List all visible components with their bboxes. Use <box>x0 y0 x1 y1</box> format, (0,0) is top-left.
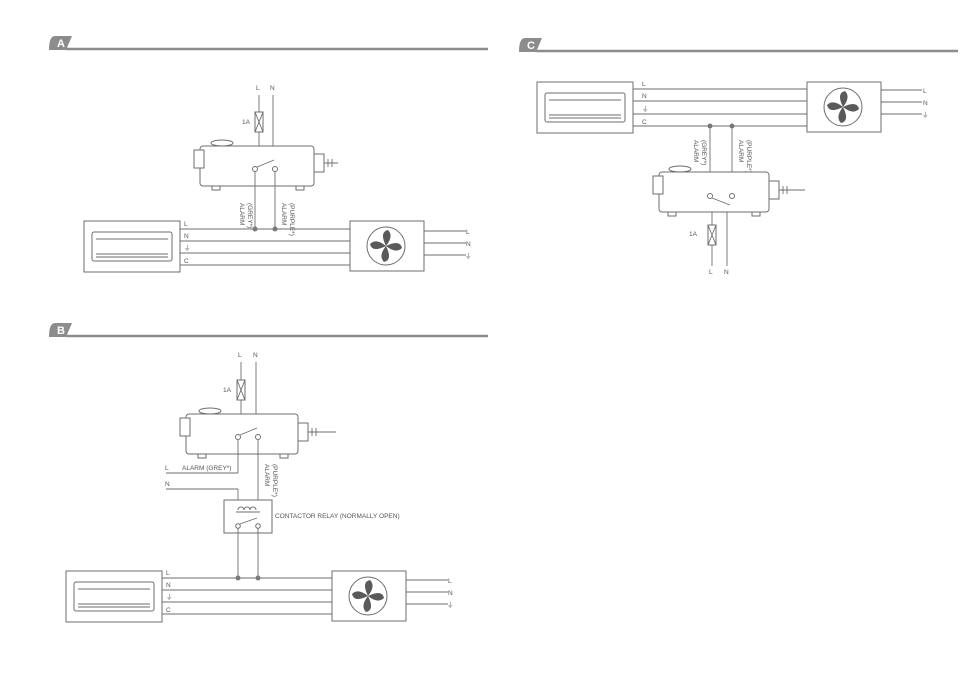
earth-symbol-b: ⏚ <box>166 593 173 601</box>
alarm-label-a1: ALARM <box>238 203 245 225</box>
wire-c-label-b: C <box>166 607 171 614</box>
alarm-grey-label-a: (GREY*) <box>246 203 253 228</box>
alarm-grey-label-c: (GREY*) <box>700 140 707 165</box>
wire-c-label-c: C <box>642 119 647 126</box>
fuse-1a-a <box>254 111 264 133</box>
supply-l-label: L <box>256 85 260 92</box>
wire-l-label-c: L <box>642 81 646 88</box>
indoor-unit-a <box>83 220 181 273</box>
section-a-letter: A <box>57 38 65 50</box>
contactor-label: CONTACTOR RELAY (NORMALLY OPEN) <box>275 513 400 520</box>
contactor-relay <box>223 499 273 534</box>
section-b-tab <box>49 323 72 337</box>
wire-n-label-a: N <box>184 233 189 240</box>
fuse-label-b: 1A <box>223 387 232 394</box>
section-c-letter: C <box>527 40 535 52</box>
fan-icon <box>827 91 859 123</box>
section-b-letter: B <box>57 325 65 337</box>
wire-l-label-a: L <box>184 221 188 228</box>
supply-l-label-b: L <box>238 352 242 359</box>
pump-unit-c <box>652 165 805 217</box>
out-n-label-a: N <box>466 241 471 248</box>
fan-icon <box>352 580 384 612</box>
outdoor-unit-a <box>349 220 425 272</box>
alarm-grey-label-b: ALARM (GREY*) <box>182 465 231 472</box>
wire-n-label-b1: N <box>165 481 170 488</box>
section-a: A L N 1A ALARM (GREY*) ALARM <box>49 36 488 273</box>
out-earth-symbol-a: ⏚ <box>465 252 472 260</box>
fuse-1a-c <box>707 224 717 246</box>
fuse-label-a: 1A <box>242 119 251 126</box>
out-earth-symbol-b: ⏚ <box>447 601 454 609</box>
supply-n-label-c: N <box>724 269 729 276</box>
section-c: C L N ⏚ C L <box>519 38 958 276</box>
alarm-label-a2: ALARM <box>280 203 287 225</box>
supply-l-label-c: L <box>709 269 713 276</box>
pump-unit-b <box>179 407 336 459</box>
outdoor-unit-b <box>331 570 407 622</box>
indoor-unit-b <box>65 570 163 623</box>
out-earth-symbol-c: ⏚ <box>922 111 929 119</box>
wire-n-label-b: N <box>166 582 171 589</box>
supply-n-label: N <box>270 85 275 92</box>
wire-l-label-b: L <box>166 570 170 577</box>
fuse-1a-b <box>236 379 246 401</box>
out-l-label-c: L <box>923 88 927 95</box>
out-l-label-a: L <box>466 229 470 236</box>
earth-symbol-c: ⏚ <box>642 105 649 113</box>
alarm-label-c1: ALARM <box>692 140 699 162</box>
fan-icon <box>370 230 402 262</box>
alarm-purple-label-a: (PURPLE*) <box>288 203 295 236</box>
alarm-label-c2: ALARM <box>737 140 744 162</box>
section-c-tab <box>519 38 542 52</box>
alarm-purple-label-c: (PURPLE*) <box>745 140 752 173</box>
pump-unit-a <box>193 139 338 191</box>
wire-c-label-a: C <box>184 258 189 265</box>
earth-symbol-a: ⏚ <box>184 244 191 252</box>
wire-n-label-c: N <box>642 93 647 100</box>
alarm-label-b: ALARM <box>263 464 270 486</box>
section-b: B L N 1A L ALARM (GREY*) N <box>49 323 488 623</box>
fuse-label-c: 1A <box>689 231 698 238</box>
alarm-purple-label-b: (PURPLE*) <box>271 464 278 497</box>
out-l-label-b: L <box>448 578 452 585</box>
section-a-tab <box>49 36 72 50</box>
out-n-label-b: N <box>448 590 453 597</box>
wire-l-label-b1: L <box>165 465 169 472</box>
out-n-label-c: N <box>923 100 928 107</box>
supply-n-label-b: N <box>253 352 258 359</box>
outdoor-unit-c <box>806 81 882 133</box>
indoor-unit-c <box>536 81 634 134</box>
